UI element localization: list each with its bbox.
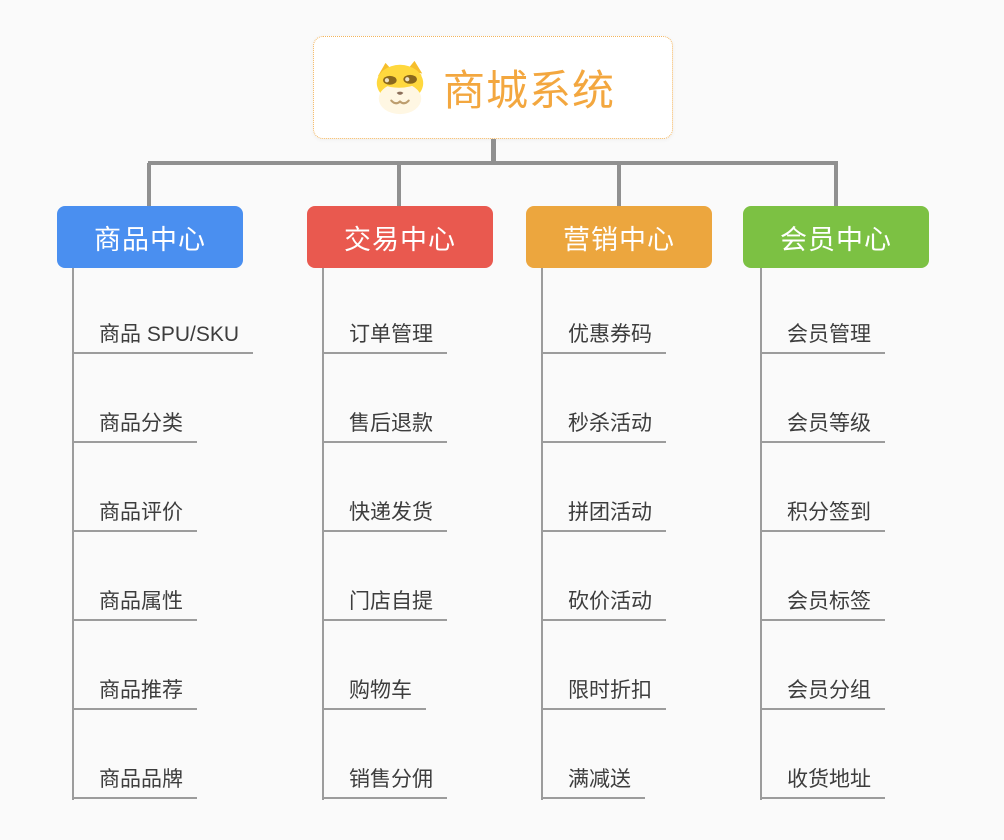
leaf-node[interactable]: 商品分类 xyxy=(72,409,197,443)
connector-drop-trade xyxy=(397,163,401,207)
leaf-node[interactable]: 收货地址 xyxy=(760,765,885,799)
connector-drop-marketing xyxy=(617,163,621,207)
root-node-label: 商城系统 xyxy=(442,67,615,114)
connector-horizontal-bus xyxy=(148,161,838,165)
leaf-node[interactable]: 订单管理 xyxy=(322,320,447,354)
branch-node-marketing-center[interactable]: 营销中心 xyxy=(526,206,712,268)
leaf-node[interactable]: 会员管理 xyxy=(760,320,885,354)
leaf-node[interactable]: 商品属性 xyxy=(72,587,197,621)
branch-node-product-center[interactable]: 商品中心 xyxy=(57,206,243,268)
branch-label: 交易中心 xyxy=(344,224,456,255)
leaf-node[interactable]: 拼团活动 xyxy=(541,498,666,532)
leaf-node[interactable]: 会员标签 xyxy=(760,587,885,621)
branch-label: 商品中心 xyxy=(94,224,206,255)
branch-label: 营销中心 xyxy=(563,224,675,255)
branch-node-member-center[interactable]: 会员中心 xyxy=(743,206,929,268)
leaf-node[interactable]: 满减送 xyxy=(541,765,645,799)
leaf-node[interactable]: 售后退款 xyxy=(322,409,447,443)
leaf-node[interactable]: 商品 SPU/SKU xyxy=(72,320,254,354)
branch-label: 会员中心 xyxy=(780,224,892,255)
leaf-node[interactable]: 销售分佣 xyxy=(322,765,447,799)
leaf-node[interactable]: 快递发货 xyxy=(322,498,447,532)
branch-node-trade-center[interactable]: 交易中心 xyxy=(307,206,493,268)
leaf-node[interactable]: 门店自提 xyxy=(322,587,447,621)
leaf-node[interactable]: 限时折扣 xyxy=(541,676,666,710)
trunk-line-marketing xyxy=(541,268,543,800)
connector-drop-member xyxy=(834,163,838,207)
trunk-line-trade xyxy=(322,268,324,800)
leaf-node[interactable]: 优惠券码 xyxy=(541,320,666,354)
leaf-node[interactable]: 商品推荐 xyxy=(72,676,197,710)
leaf-node[interactable]: 秒杀活动 xyxy=(541,409,666,443)
leaf-node[interactable]: 购物车 xyxy=(322,676,426,710)
leaf-node[interactable]: 商品品牌 xyxy=(72,765,197,799)
connector-drop-product xyxy=(147,163,151,207)
trunk-line-member xyxy=(760,268,762,800)
root-node-mall-system[interactable]: 商城系统 xyxy=(313,36,673,139)
trunk-line-product xyxy=(72,268,74,800)
leaf-node[interactable]: 积分签到 xyxy=(760,498,885,532)
leaf-node[interactable]: 商品评价 xyxy=(72,498,197,532)
doge-dog-face-icon xyxy=(376,60,424,114)
leaf-node[interactable]: 砍价活动 xyxy=(541,587,666,621)
leaf-node[interactable]: 会员分组 xyxy=(760,676,885,710)
leaf-node[interactable]: 会员等级 xyxy=(760,409,885,443)
connector-root-drop xyxy=(491,139,496,163)
